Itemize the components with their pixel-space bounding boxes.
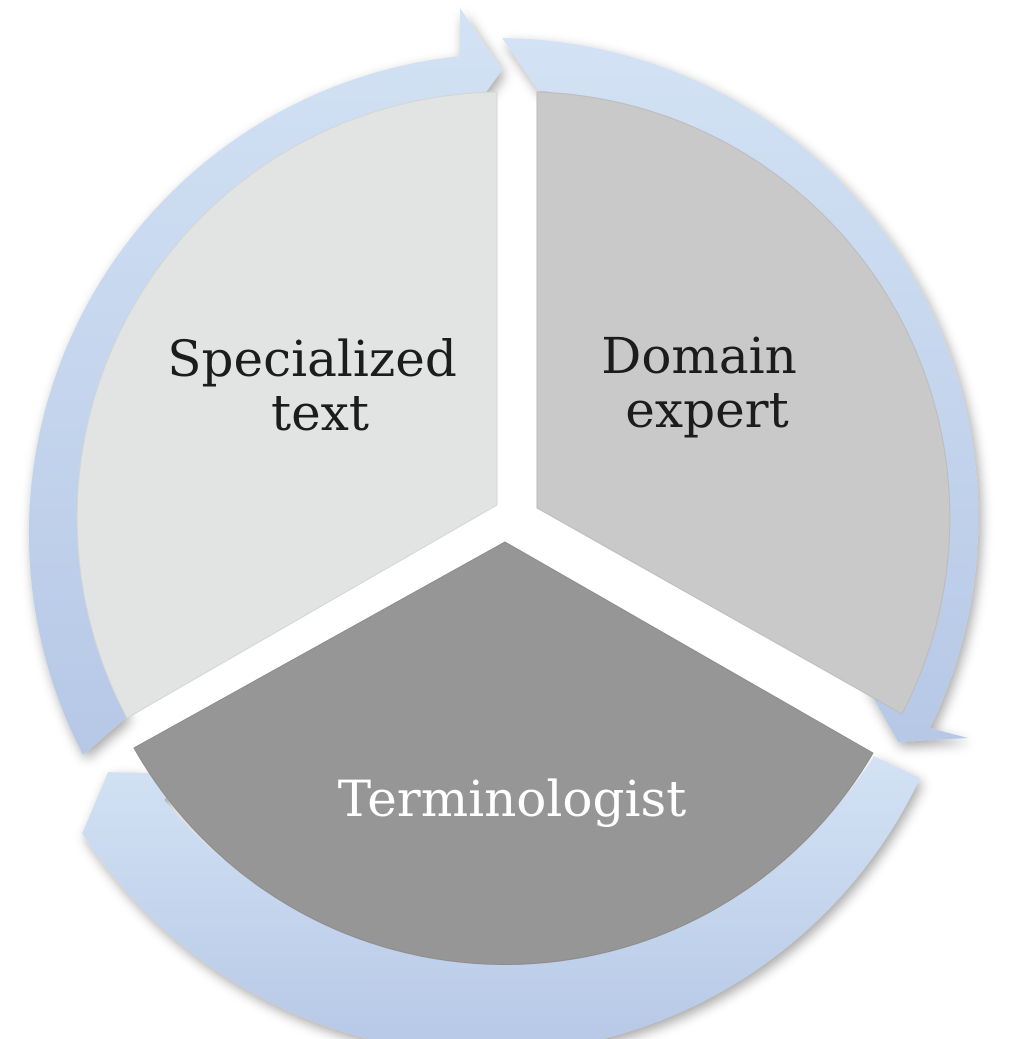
segment-specialized-text [76,91,498,719]
label-specialized-text-line-1: Specialized [167,330,457,388]
cycle-arrow-to-left-icon [82,756,920,1039]
label-domain-expert-line-1: Domain [601,327,797,385]
segment-domain-expert [536,91,951,715]
segment-terminologist [133,541,874,965]
cycle-arrow-to-right-icon [502,38,979,742]
label-specialized-text: Specialized text [167,330,472,442]
cycle-arrow-to-top-icon [28,8,502,755]
label-terminologist-line-1: Terminologist [338,770,687,828]
cycle-segments [76,91,951,965]
label-domain-expert: Domain expert [601,327,813,439]
label-terminologist: Terminologist [338,770,687,828]
cycle-arrows [28,8,979,1039]
label-specialized-text-line-2: text [271,384,369,442]
label-domain-expert-line-2: expert [625,381,788,439]
